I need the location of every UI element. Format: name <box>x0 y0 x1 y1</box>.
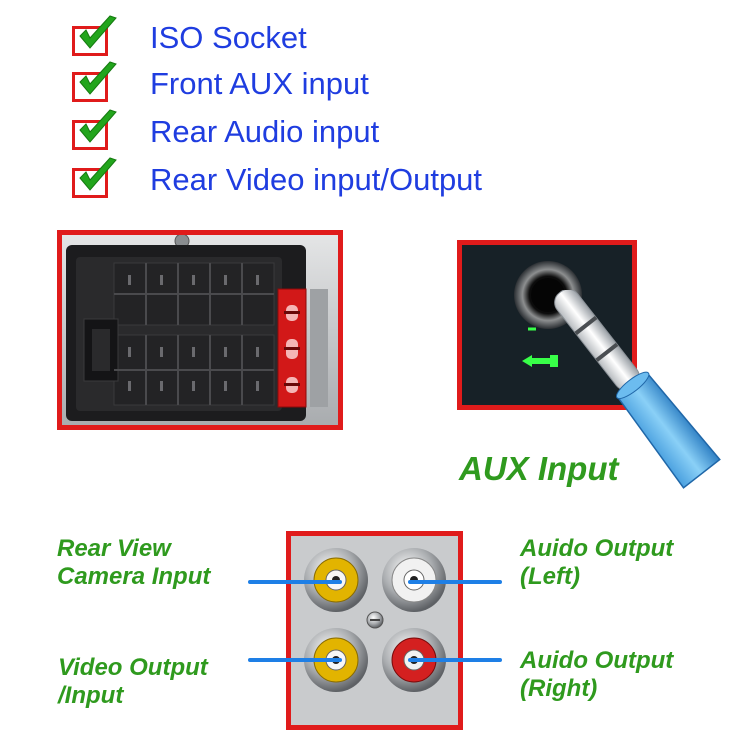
feature-item-rear-audio: Rear Audio input <box>70 109 540 152</box>
label-line: (Right) <box>520 675 598 702</box>
feature-label: Rear Video input/Output <box>150 162 483 197</box>
label-line: /Input <box>58 682 124 709</box>
feature-item-rear-video: Rear Video input/Output <box>70 157 540 200</box>
label-line: (Left) <box>520 563 580 590</box>
feature-label: Rear Audio input <box>150 114 380 149</box>
feature-label: ISO Socket <box>150 20 307 55</box>
label-audio-output-left: Auido Output (Left) <box>520 535 673 591</box>
feature-item-iso-socket: ISO Socket <box>70 15 540 58</box>
label-line: Video Output <box>58 654 208 681</box>
aux-port-illustration <box>462 245 632 405</box>
checkmark-icon <box>79 61 117 95</box>
aux-plug-icon <box>554 290 721 489</box>
rca-jacks-illustration <box>291 536 458 725</box>
checkmark-icon <box>79 109 117 143</box>
feature-item-front-aux: Front AUX input <box>70 61 540 104</box>
checkmark-icon <box>79 15 117 49</box>
label-audio-output-right: Auido Output (Right) <box>520 647 673 703</box>
iso-connector-illustration <box>62 235 338 425</box>
label-line: Auido Output <box>520 535 674 562</box>
aux-port-image <box>457 240 637 410</box>
feature-label: Front AUX input <box>150 66 369 101</box>
aux-input-title: AUX Input <box>459 450 619 487</box>
pointer-lines <box>248 580 502 662</box>
checkmark-icon <box>79 157 117 191</box>
label-rear-view-camera: Rear View Camera Input <box>57 535 210 591</box>
rca-panel-image <box>286 531 463 730</box>
label-line: Camera Input <box>57 563 211 590</box>
label-video-output: Video Output /Input <box>58 654 208 710</box>
label-line: Rear View <box>57 535 171 562</box>
iso-socket-image <box>57 230 343 430</box>
label-line: Auido Output <box>520 647 674 674</box>
